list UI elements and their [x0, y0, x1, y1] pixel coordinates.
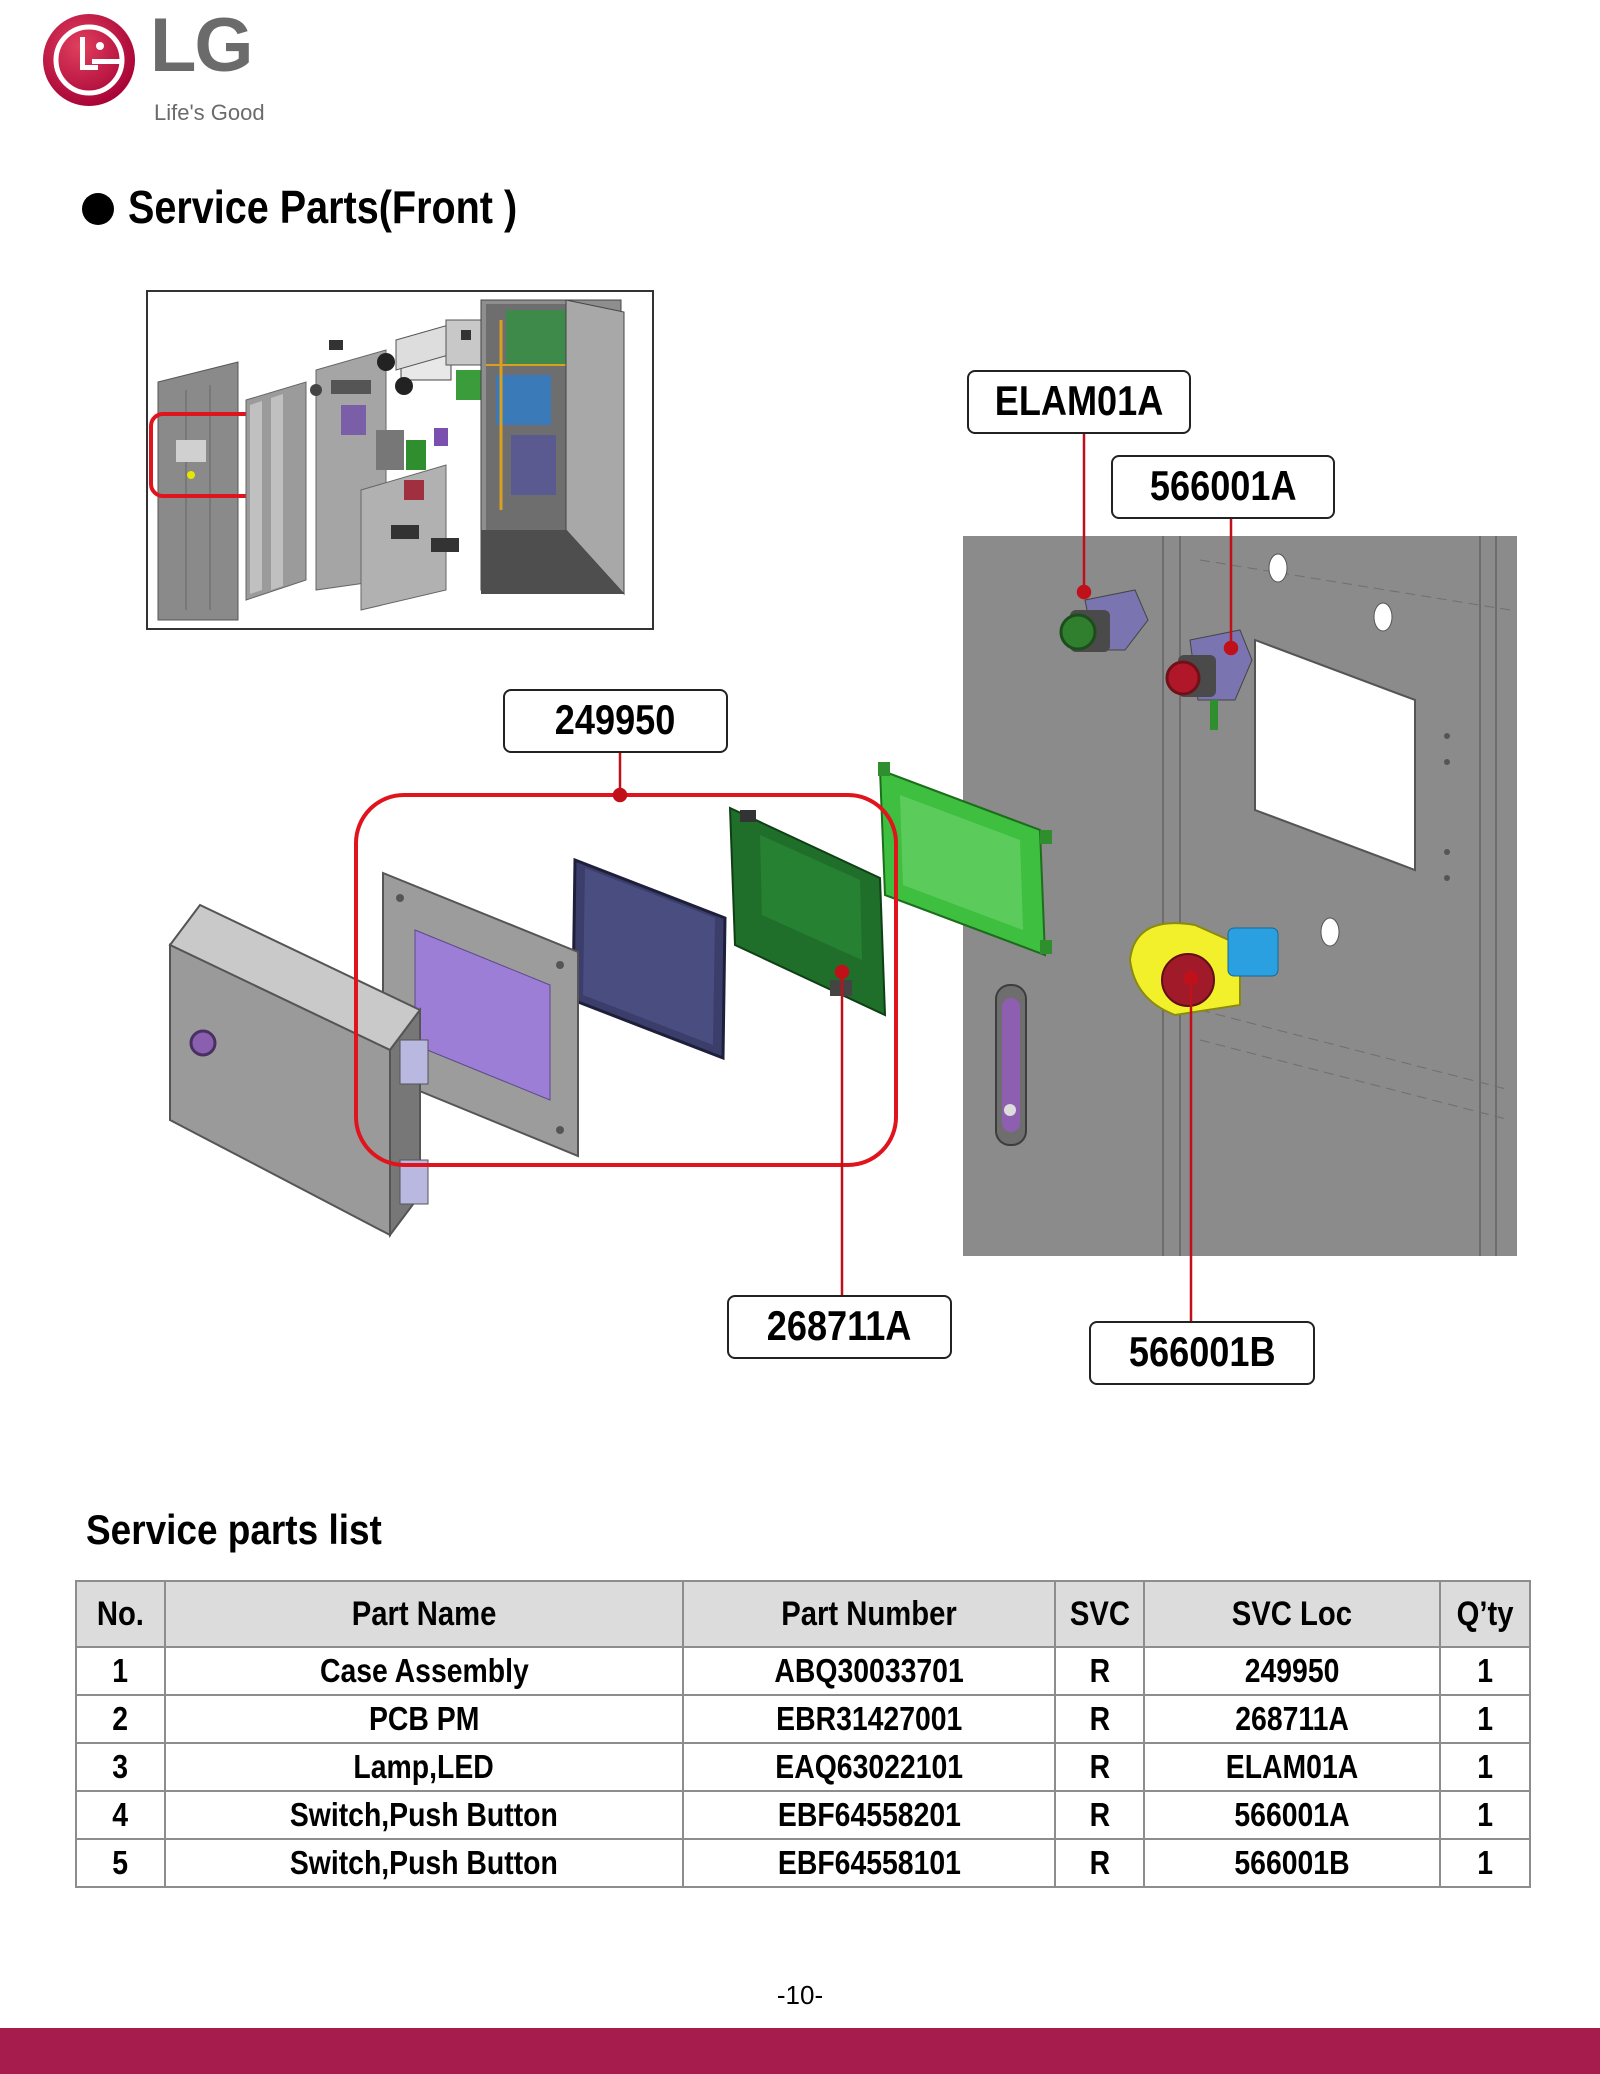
table-cell: 1	[1439, 1646, 1531, 1696]
table-cell: R	[1054, 1694, 1145, 1744]
table-row: 4 Switch,Push Button EBF64558201 R 56600…	[75, 1790, 1531, 1840]
table-cell: EAQ63022101	[682, 1742, 1056, 1792]
table-row: 5 Switch,Push Button EBF64558101 R 56600…	[75, 1838, 1531, 1888]
table-cell: ELAM01A	[1143, 1742, 1441, 1792]
brand-tagline: Life's Good	[154, 100, 265, 125]
table-cell: EBF64558101	[682, 1838, 1056, 1888]
table-cell: 1	[1439, 1790, 1531, 1840]
table-header-row: No. Part Name Part Number SVC SVC Loc Q’…	[75, 1580, 1531, 1648]
table-cell: 5	[75, 1838, 166, 1888]
led-lamp-part	[1059, 589, 1149, 652]
table-cell: 566001A	[1143, 1790, 1441, 1840]
lg-logo-icon	[43, 14, 135, 106]
overview-thumbnail	[146, 290, 654, 630]
column-header: No.	[75, 1580, 166, 1648]
table-cell: 566001B	[1143, 1838, 1441, 1888]
table-cell: 249950	[1143, 1646, 1441, 1696]
table-cell: R	[1054, 1646, 1145, 1696]
exploded-diagram	[168, 433, 1517, 1322]
parts-table: No. Part Name Part Number SVC SVC Loc Q’…	[75, 1580, 1531, 1888]
table-cell: EBF64558201	[682, 1790, 1056, 1840]
column-header: Q’ty	[1439, 1580, 1531, 1648]
table-row: 2 PCB PM EBR31427001 R 268711A 1	[75, 1694, 1531, 1744]
page-number: -10-	[776, 1980, 824, 2010]
table-cell: R	[1054, 1742, 1145, 1792]
table-cell: Case Assembly	[164, 1646, 684, 1696]
footer-bar	[0, 2028, 1600, 2074]
table-cell: 3	[75, 1742, 166, 1792]
table-cell: 1	[1439, 1838, 1531, 1888]
table-cell: Lamp,LED	[164, 1742, 684, 1792]
callout-566001b: 566001B	[1089, 1321, 1315, 1385]
table-cell: Switch,Push Button	[164, 1790, 684, 1840]
table-cell: 4	[75, 1790, 166, 1840]
table-row: 1 Case Assembly ABQ30033701 R 249950 1	[75, 1646, 1531, 1696]
table-cell: R	[1054, 1790, 1145, 1840]
door-handle-part	[995, 984, 1027, 1146]
table-cell: R	[1054, 1838, 1145, 1888]
column-header: SVC Loc	[1143, 1580, 1441, 1648]
column-header: Part Name	[164, 1580, 684, 1648]
callout-249950: 249950	[503, 689, 728, 753]
table-cell: 1	[1439, 1694, 1531, 1744]
table-row: 3 Lamp,LED EAQ63022101 R ELAM01A 1	[75, 1742, 1531, 1792]
table-cell: 268711A	[1143, 1694, 1441, 1744]
callout-566001a: 566001A	[1111, 455, 1335, 519]
brand-name: LG	[150, 3, 254, 88]
table-cell: ABQ30033701	[682, 1646, 1056, 1696]
table-cell: Switch,Push Button	[164, 1838, 684, 1888]
callout-268711a: 268711A	[727, 1295, 952, 1359]
table-cell: EBR31427001	[682, 1694, 1056, 1744]
column-header: SVC	[1054, 1580, 1145, 1648]
table-cell: 1	[75, 1646, 166, 1696]
column-header: Part Number	[682, 1580, 1056, 1648]
page-title: Service Parts(Front )	[128, 181, 518, 233]
table-cell: PCB PM	[164, 1694, 684, 1744]
pcb-bracket-part	[878, 762, 1052, 957]
table-cell: 2	[75, 1694, 166, 1744]
callout-elam01a: ELAM01A	[967, 370, 1191, 434]
table-cell: 1	[1439, 1742, 1531, 1792]
lcd-screen-part	[571, 857, 727, 1061]
parts-list-title: Service parts list	[86, 1506, 382, 1553]
bullet-icon	[82, 193, 114, 225]
pcb-pm-part	[728, 806, 887, 1017]
emergency-stop-part	[1128, 922, 1279, 1017]
